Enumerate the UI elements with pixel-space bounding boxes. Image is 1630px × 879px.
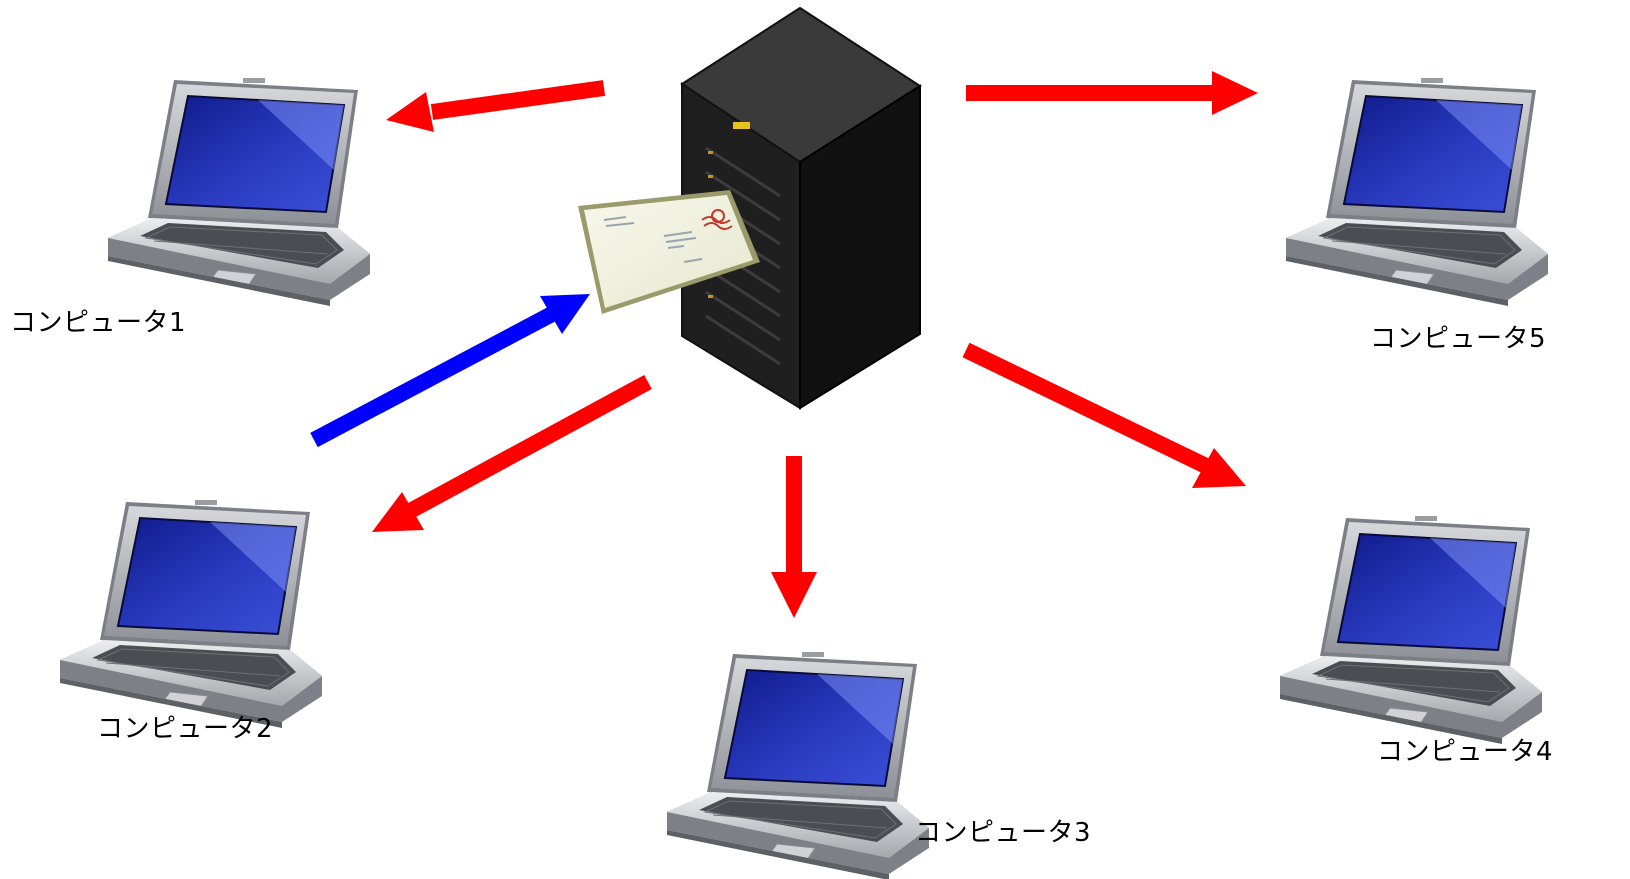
arrow-to-computer-4 <box>962 342 1246 488</box>
computer-label-5: コンピュータ5 <box>1370 324 1547 354</box>
computer-label-4: コンピュータ4 <box>1377 737 1554 767</box>
computer-label-2: コンピュータ2 <box>97 714 274 744</box>
arrow-to-computer-5 <box>966 71 1258 115</box>
arrow-to-computer-2 <box>372 374 652 532</box>
laptop-icon-computer-1 <box>107 77 371 307</box>
arrow-to-computer-1 <box>386 80 606 132</box>
laptop-icon-computer-5 <box>1285 77 1549 307</box>
computer-label-1: コンピュータ1 <box>10 308 187 338</box>
computer-label-3: コンピュータ3 <box>915 818 1092 848</box>
laptop-icon-computer-3 <box>666 651 930 879</box>
laptop-icon-computer-4 <box>1279 515 1543 745</box>
arrow-from-computer-2-to-server <box>310 294 590 448</box>
laptop-icon-computer-2 <box>59 499 323 729</box>
envelope-icon <box>578 190 760 314</box>
arrow-to-computer-3 <box>771 456 817 618</box>
